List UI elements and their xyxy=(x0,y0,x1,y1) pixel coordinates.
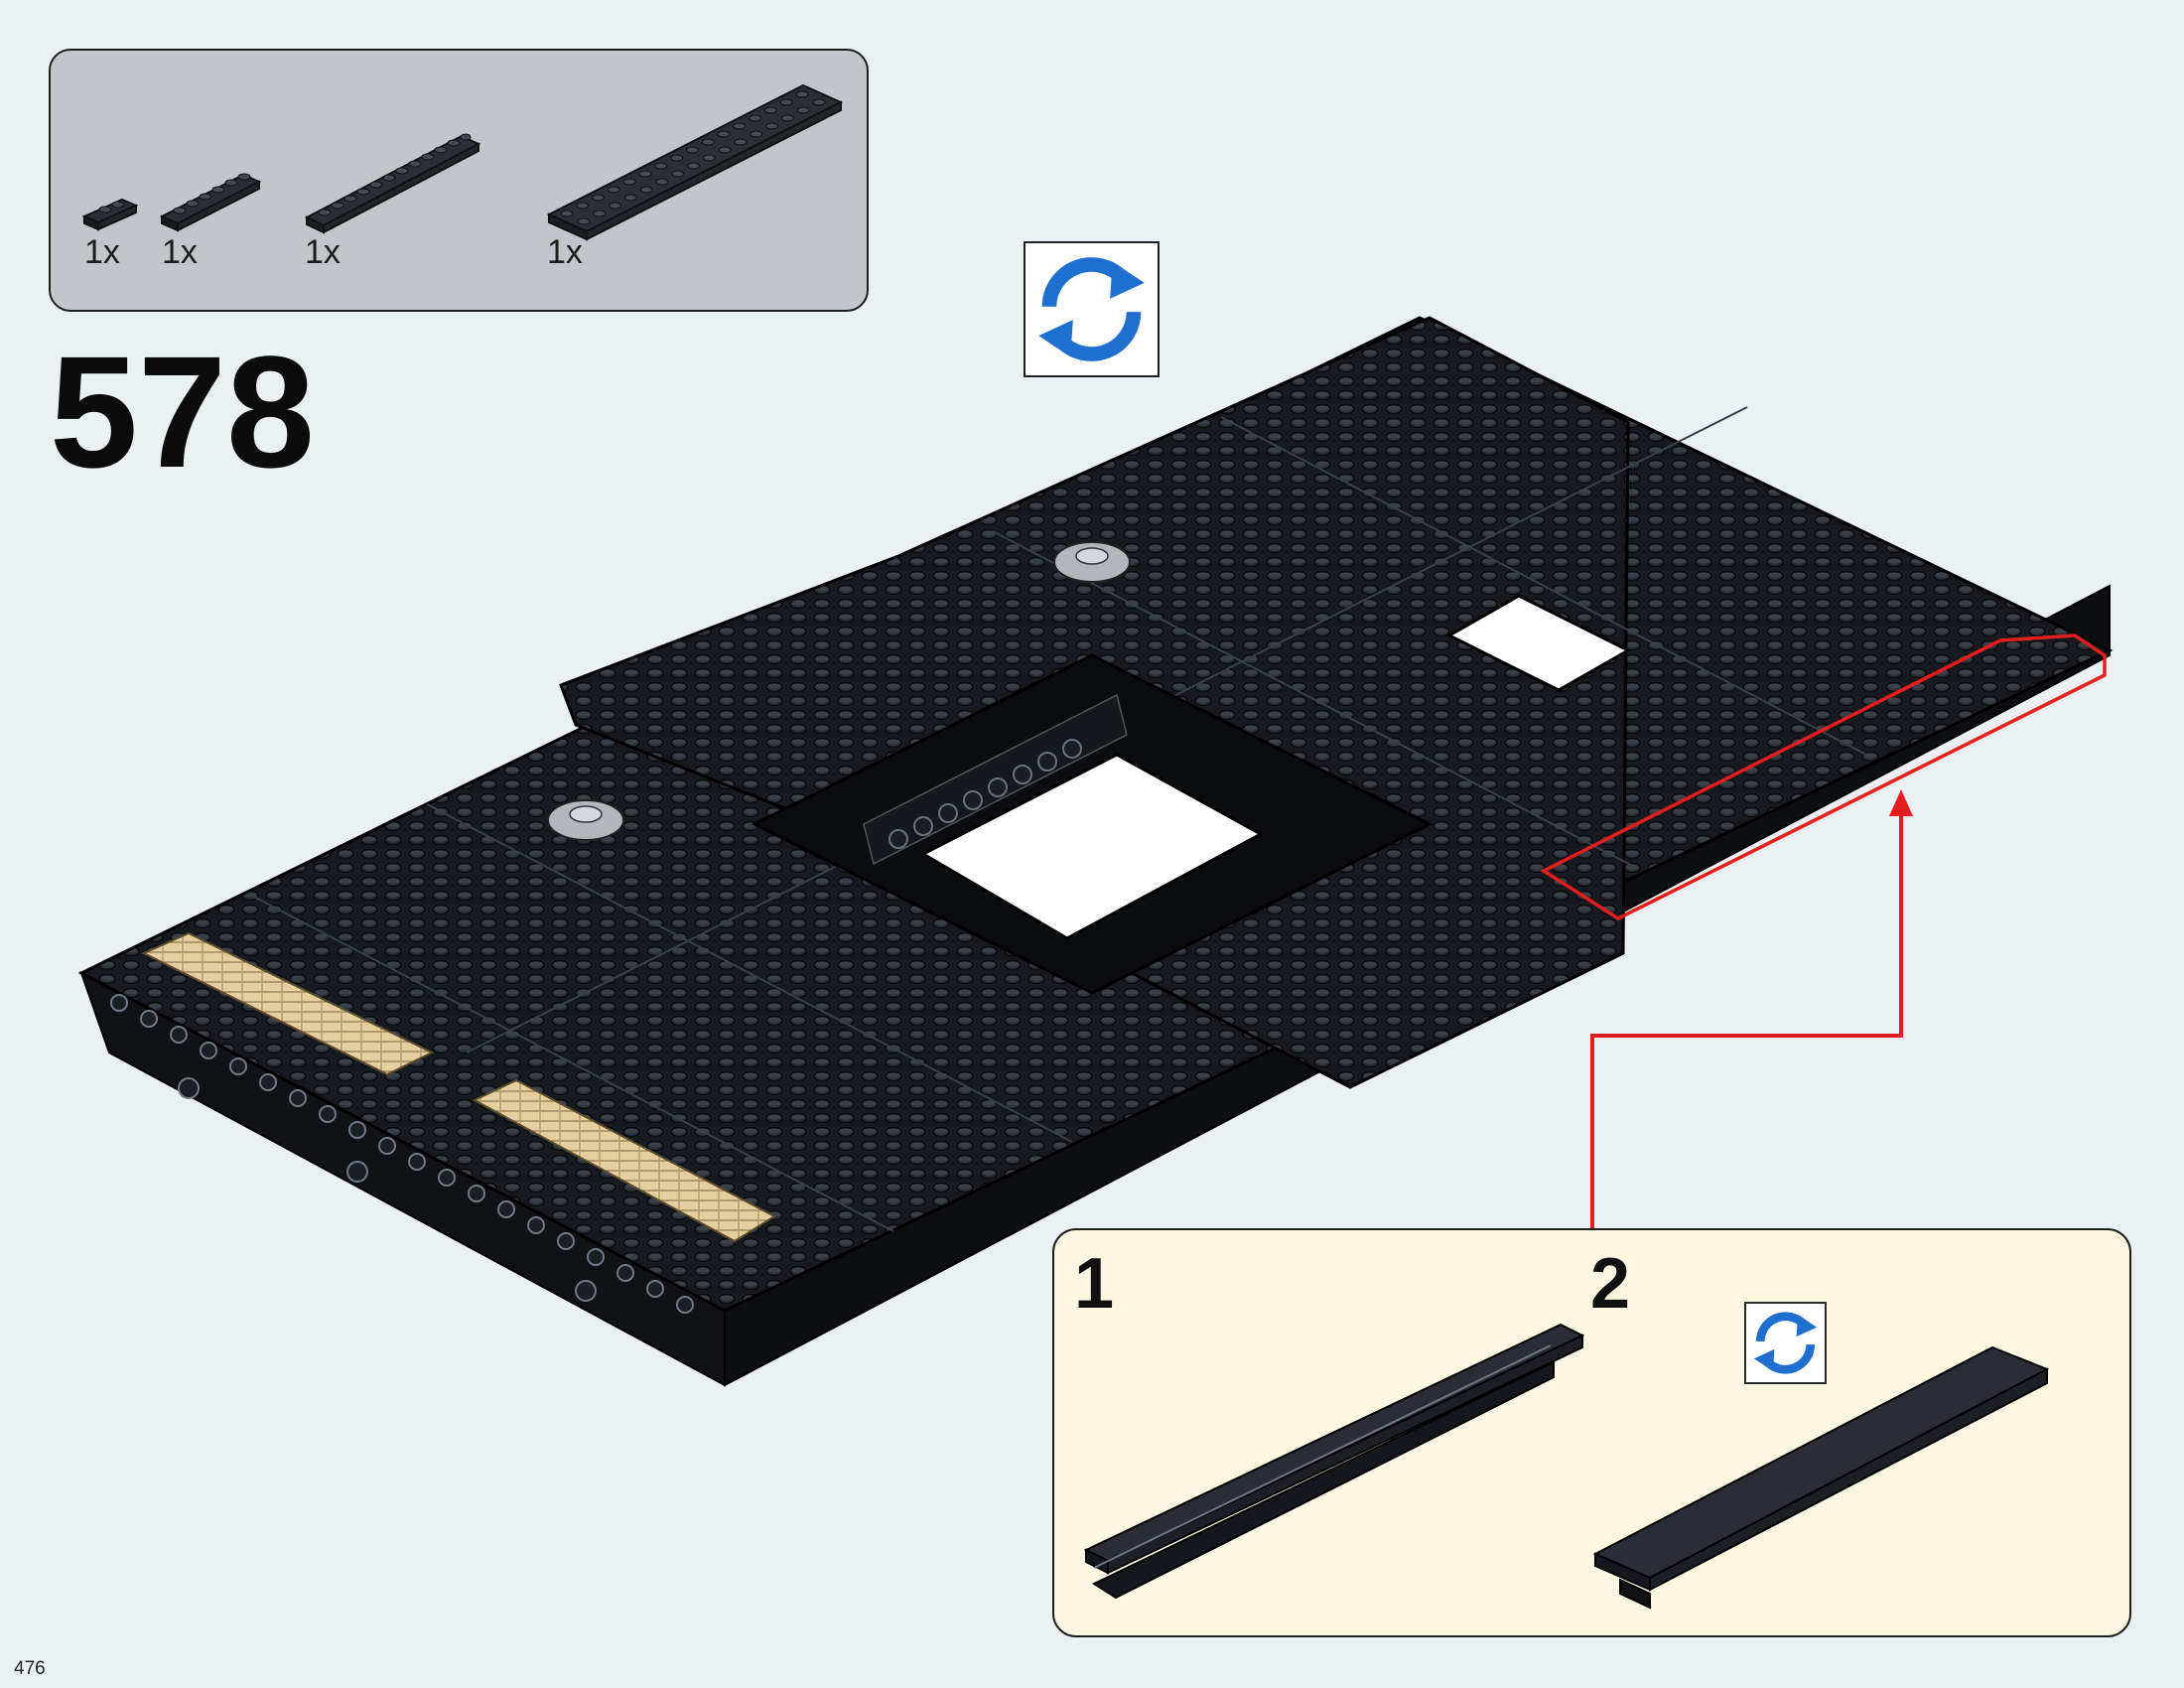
part-qty-2: 1x xyxy=(162,233,198,271)
part-plate-1x12 xyxy=(304,133,481,234)
part-qty-3: 1x xyxy=(305,233,341,271)
part-plate-2x16 xyxy=(546,83,844,241)
side-technic-holes xyxy=(110,994,694,1314)
substep-illustrations xyxy=(1083,1323,2050,1610)
step-number: 578 xyxy=(50,323,315,500)
part-plate-1x2 xyxy=(81,198,139,231)
parts-list: 1x 1x 1x 1x xyxy=(49,49,869,312)
part-plate-1x6 xyxy=(159,173,262,232)
small-opening xyxy=(1445,594,1632,692)
part-qty-1: 1x xyxy=(84,233,120,271)
page-number: 476 xyxy=(14,1658,46,1679)
substep-2-plate xyxy=(1592,1345,2050,1610)
substep-number-2: 2 xyxy=(1590,1244,1631,1324)
substep-1-plates xyxy=(1083,1323,1585,1600)
center-opening xyxy=(751,653,1433,995)
rotate-icon-small xyxy=(1744,1302,1827,1384)
tan-tile-1 xyxy=(141,931,435,1076)
round-plate-2 xyxy=(547,799,624,841)
highlight-outline xyxy=(1540,633,2107,921)
parts-illustrations xyxy=(81,83,844,241)
round-plate-1 xyxy=(1053,541,1131,583)
tan-tile-2 xyxy=(472,1078,777,1243)
substep-callout: 1 2 xyxy=(1052,1228,2131,1637)
substep-number-1: 1 xyxy=(1074,1244,1115,1324)
rotate-icon xyxy=(1024,241,1160,377)
part-qty-4: 1x xyxy=(547,233,583,271)
